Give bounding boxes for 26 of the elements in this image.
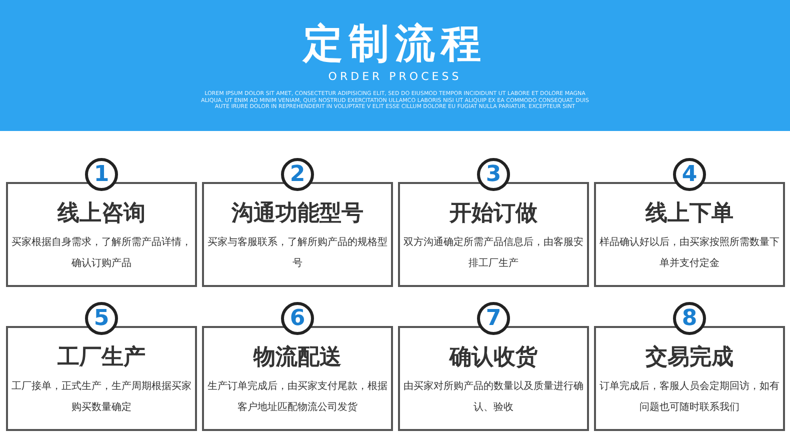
step-heading: 线上下单 bbox=[646, 200, 734, 228]
step-description: 买家与客服联系，了解所购产品的规格型号 bbox=[206, 236, 388, 271]
step-card bbox=[202, 182, 393, 287]
step-description: 由买家对所购产品的数量以及质量进行确认、验收 bbox=[402, 380, 584, 415]
step-heading: 物流配送 bbox=[254, 344, 342, 372]
step-card bbox=[202, 326, 393, 431]
step-heading: 确认收货 bbox=[450, 344, 538, 372]
step-description: 双方沟通确定所需产品信息后，由客服安排工厂生产 bbox=[402, 236, 584, 271]
step-card bbox=[398, 326, 589, 431]
step-heading: 工厂生产 bbox=[58, 344, 146, 372]
step-heading: 交易完成 bbox=[646, 344, 734, 372]
step-description: 样品确认好以后，由买家按照所需数量下单并支付定金 bbox=[598, 236, 780, 271]
step-card bbox=[6, 326, 197, 431]
step-description: 订单完成后，客服人员会定期回访，如有问题也可随时联系我们 bbox=[598, 380, 780, 415]
step-card bbox=[594, 326, 785, 431]
title: 定制流程 bbox=[301, 20, 488, 68]
step-description: 生产订单完成后，由买家支付尾款，根据客户地址匹配物流公司发货 bbox=[206, 380, 388, 415]
step-heading: 沟通功能型号 bbox=[232, 200, 364, 228]
step-heading: 线上咨询 bbox=[58, 200, 146, 228]
step-description: 买家根据自身需求，了解所需产品详情，确认订购产品 bbox=[10, 236, 192, 271]
step-card bbox=[6, 182, 197, 287]
subtitle: ORDER PROCESS bbox=[327, 70, 463, 84]
step-card bbox=[398, 182, 589, 287]
step-description: 工厂接单，正式生产，生产周期根据买家购买数量确定 bbox=[10, 380, 192, 415]
step-card bbox=[594, 182, 785, 287]
step-heading: 开始订做 bbox=[450, 200, 538, 228]
